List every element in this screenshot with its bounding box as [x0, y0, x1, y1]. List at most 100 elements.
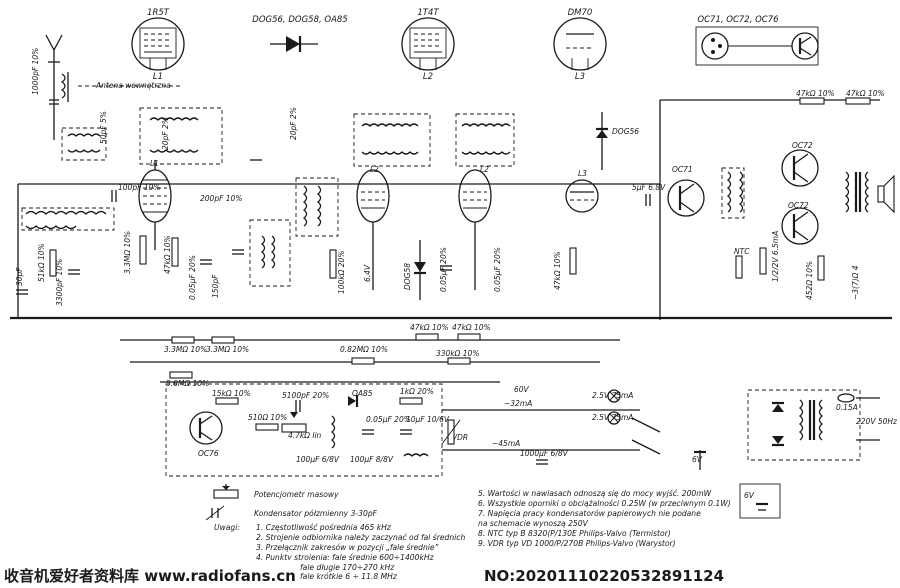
note-item: 7. Napięcia pracy kondensatorów papierow… [478, 509, 701, 518]
note-item: 4. Punkty strojenia: fale średnie 600÷14… [256, 553, 435, 562]
note-item: 9. VDR typ VD 1000/P/270B Philips-Valvo … [478, 539, 676, 548]
tuning-indicator: L3 DOG56 47kΩ 10% [553, 112, 639, 290]
diode-oa85-label: OA85 [352, 389, 373, 398]
transistor-oc72b-label: OC72 [788, 201, 809, 210]
tube-type-label: DM70 [568, 8, 593, 18]
resistor-10m-label: 47kΩ 10% [553, 251, 562, 290]
diode-dog56-label: DOG56 [612, 127, 639, 136]
lamp1-label: 2.5V 75mA [592, 391, 633, 400]
resistor-082m-label: 0.82MΩ 10% [340, 345, 388, 354]
tube-pinout-dm70: DM70 L3 [553, 8, 607, 82]
ntc-label: NTC [734, 247, 750, 256]
footer-site-label: 收音机爱好者资料库 www.radiofans.cn [4, 567, 296, 585]
cap-50pf-label: 50pF 5% [99, 111, 108, 144]
legend: Potencjometr masowy Kondensator półzmien… [205, 484, 378, 521]
cap-3300pf-label: 3300pF 10% [55, 259, 64, 306]
audio-stage: 5µF 6.8V OC71 OC72 OC72 47kΩ 10% 47kΩ 10… [632, 89, 895, 300]
antenna-input: 1000pF 10% Antena wewnętrzna [31, 34, 180, 140]
cap-100uf-b-label: 100µF 8/8V [350, 455, 394, 464]
resistor-51k-label: 51kΩ 10% [37, 243, 46, 282]
resistor-1k-label: 1kΩ 20% [400, 387, 434, 396]
voltage-6v-label: 6.4V [363, 264, 372, 282]
if-stage-2: L2 0.05µF 20% [455, 113, 515, 292]
cap-005uf-label: 0.05µF 20% [188, 255, 197, 300]
power-section: VDR 60V ~32mA ~45mA 1000µF 6/8V 2.5V 75m… [441, 385, 898, 519]
cap-005uf-if2-label: 0.05µF 20% [493, 247, 502, 292]
resistor-47k-e-label: 47kΩ 10% [452, 323, 491, 332]
resistor-510-label: 510Ω 10% [248, 413, 287, 422]
antenna-capacitor-label: 1000pF 10% [31, 48, 40, 95]
note-item: 3. Przełącznik zakresów w pozycji „fale … [256, 543, 439, 552]
lamp2-label: 2.5V 75mA [592, 413, 633, 422]
transformer-bias-label: 1/2/2V 6.5mA [771, 231, 780, 282]
note-item: 5. Wartości w nawiasach odnoszą się do m… [478, 489, 712, 498]
notes-right: 5. Wartości w nawiasach odnoszą się do m… [478, 489, 731, 548]
tube-ref-label: L2 [423, 72, 433, 82]
mains-label: 220V 50Hz [856, 417, 898, 426]
current-45ma-label: ~45mA [492, 439, 520, 448]
legend-pot-label: Potencjometr masowy [254, 490, 339, 499]
vdr-label: VDR [452, 433, 468, 442]
antenna-internal-label: Antena wewnętrzna [95, 81, 171, 90]
resistor-27-label: ~3(7)Ω 4 [851, 265, 860, 300]
resistor-47k-label: 47kΩ 10% [163, 235, 172, 274]
cap-150pf-label: 150pF [211, 274, 220, 298]
voltage-60v-label: 60V [514, 385, 530, 394]
tube-l2a-ref: L2 [370, 165, 379, 174]
note-item: 6. Wszystkie oporniki o obciążalności 0.… [478, 499, 731, 508]
footer-band: fale długie 170÷270 kHz 收音机爱好者资料库 www.ra… [0, 560, 900, 588]
legend-trimmer-label: Kondensator półzmienny 3-30pF [254, 509, 378, 518]
transistor-oc71-label: OC71 [672, 165, 693, 174]
cap-200pf-label: 200pF 10% [200, 194, 242, 203]
bias-chain: 3.3MΩ 10% 3.3MΩ 10% 5.6MΩ 10% 0.82MΩ 10%… [164, 323, 491, 388]
detector-section: DOG58 0.05µF 20% [403, 240, 452, 300]
resistor-47ohm-b-label: 47kΩ 10% [846, 89, 885, 98]
transistor-oc72a-label: OC72 [792, 141, 813, 150]
cap-20pf-osc-label: 20pF 2% [289, 107, 298, 140]
diode-types-label: DOG56, DOG58, OA85 [252, 15, 347, 25]
note-item: fale krótkie 6 ÷ 11.8 MHz [300, 572, 398, 581]
voltage-6v-label: 6V [692, 455, 703, 464]
note-item: 2. Strojenie odbiornika należy zaczynać … [256, 533, 465, 542]
note-item: fale długie 170÷270 kHz [300, 563, 395, 572]
cap-20pf-label: 20pF 2% [161, 117, 170, 150]
resistor-33m-b-label: 3.3MΩ 10% [164, 345, 207, 354]
tube-pinout-1r5t: 1R5T L1 [131, 8, 185, 82]
resistor-33m-c-label: 3.3MΩ 10% [206, 345, 249, 354]
converter-box: 15kΩ 10% OA85 1kΩ 20% 5100pF 20% 510Ω 10… [165, 383, 450, 477]
transistor-pinouts-header: OC71, OC72, OC76 [695, 15, 819, 66]
resistor-100k-label: 100kΩ 20% [337, 251, 346, 294]
resistor-33m-label: 3.3MΩ 10% [123, 231, 132, 274]
tube-l2b-ref: L2 [480, 165, 489, 174]
tube-type-label: 1R5T [147, 8, 170, 18]
cap-30pf-label: 30pF [15, 267, 24, 286]
cap-1000uf-label: 1000µF 6/8V [520, 449, 569, 458]
tube-ref-label: L3 [575, 72, 585, 82]
tube-l3-ref: L3 [578, 169, 587, 178]
oscillator-section: 150pF 100kΩ 20% 20pF 2% [211, 107, 346, 298]
if-stage-1: L2 6.4V [353, 113, 431, 290]
resistor-47k-d-label: 47kΩ 10% [410, 323, 449, 332]
tube-pinout-1t4t: 1T4T L2 [401, 8, 455, 82]
cap-5uf-label: 5µF 6.8V [632, 183, 666, 192]
footer-serial-label: NO:20201110220532891124 [484, 567, 724, 585]
tube-ref-label: L1 [153, 72, 163, 82]
notes-left: Uwagi: 1. Częstotliwość pośrednia 465 kH… [214, 523, 465, 562]
note-item: 1. Częstotliwość pośrednia 465 kHz [256, 523, 392, 532]
notes-title: Uwagi: [214, 523, 240, 532]
resistor-47ohm-a-label: 47kΩ 10% [796, 89, 835, 98]
resistor-56m-label: 5.6MΩ 10% [166, 379, 209, 388]
resistor-452-label: 452Ω 10% [805, 261, 814, 300]
cap-5100pf-label: 5100pF 20% [282, 391, 329, 400]
resistor-330k-label: 330kΩ 10% [436, 349, 479, 358]
cap-005b-label: 0.05µF 20% [366, 415, 411, 424]
resistor-15k-label: 15kΩ 10% [212, 389, 251, 398]
transistor-oc76-label: OC76 [198, 449, 219, 458]
battery-6v-label: 6V [744, 491, 755, 500]
cap-10uf-label: 10µF 10/6V [406, 415, 450, 424]
fuse-label: 0.15A [836, 403, 858, 412]
pot-47k-lin-label: 4.7kΩ lin [288, 431, 322, 440]
cap-100uf-label: 100µF 6/8V [296, 455, 340, 464]
transistor-types-label: OC71, OC72, OC76 [697, 15, 779, 25]
